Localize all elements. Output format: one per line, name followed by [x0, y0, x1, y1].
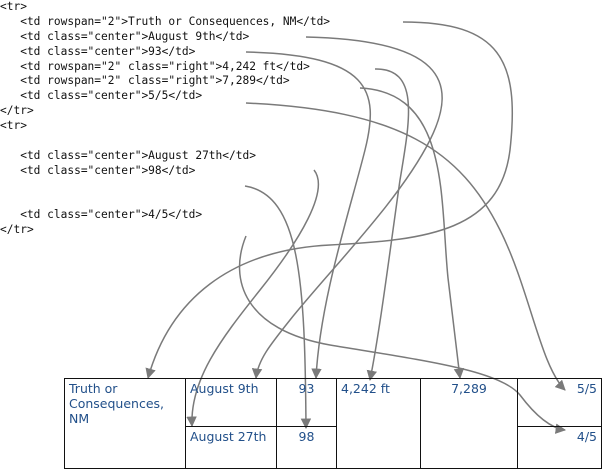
arrow-temp-row1 [245, 51, 372, 380]
code-line: <td class="center">93</td> [0, 44, 196, 58]
date-text: August 9th [190, 381, 259, 396]
cell-rating-row2: 4/5 [517, 426, 602, 469]
rating-text: 5/5 [576, 381, 597, 396]
date-text: August 27th [190, 429, 267, 444]
code-line: <td class="center">4/5</td> [0, 208, 203, 222]
elevation-text: 4,242 ft [341, 381, 390, 396]
code-line: <tr> [0, 119, 27, 133]
cell-date-row2: August 27th [185, 426, 277, 469]
code-line: <tr> [0, 0, 27, 13]
html-source-code: <tr> <td rowspan="2">Truth or Consequenc… [0, 0, 330, 238]
table-row: Truth or Consequences, NM August 9th 93 … [64, 378, 602, 469]
cell-population: 7,289 [420, 378, 518, 469]
arrow-rating-row1 [245, 102, 566, 391]
city-text: Truth or Consequences, NM [69, 381, 165, 426]
rating-text: 4/5 [576, 429, 597, 444]
cell-temp-row1: 93 [276, 378, 337, 427]
cell-rating-row1: 5/5 [517, 378, 602, 427]
rendered-table: Truth or Consequences, NM August 9th 93 … [64, 378, 602, 469]
temp-text: 98 [298, 429, 315, 444]
population-text: 7,289 [451, 381, 487, 396]
code-line: <td class="center">98</td> [0, 163, 196, 177]
temp-text: 93 [298, 381, 315, 396]
arrow-city [145, 21, 514, 380]
code-line: </tr> [0, 223, 34, 237]
cell-city: Truth or Consequences, NM [64, 378, 186, 469]
code-line: <td class="center">August 27th</td> [0, 148, 256, 162]
arrow-date-row1 [251, 36, 443, 380]
cell-elevation: 4,242 ft [336, 378, 421, 469]
code-line: <td rowspan="2" class="right">4,242 ft</… [0, 59, 310, 73]
code-line: <td class="center">5/5</td> [0, 89, 203, 103]
code-line: <td rowspan="2">Truth or Consequences, N… [0, 14, 331, 28]
cell-date-row1: August 9th [185, 378, 277, 427]
code-line: <td class="center">August 9th</td> [0, 29, 250, 43]
arrow-elevation [366, 68, 410, 382]
cell-temp-row2: 98 [276, 426, 337, 469]
code-line: </tr> [0, 104, 34, 118]
arrow-temp-row2 [244, 185, 312, 430]
arrow-population [359, 87, 465, 380]
code-line: <td rowspan="2" class="right">7,289</td> [0, 74, 290, 88]
table-row: August 27th 98 4/5 [65, 426, 602, 469]
